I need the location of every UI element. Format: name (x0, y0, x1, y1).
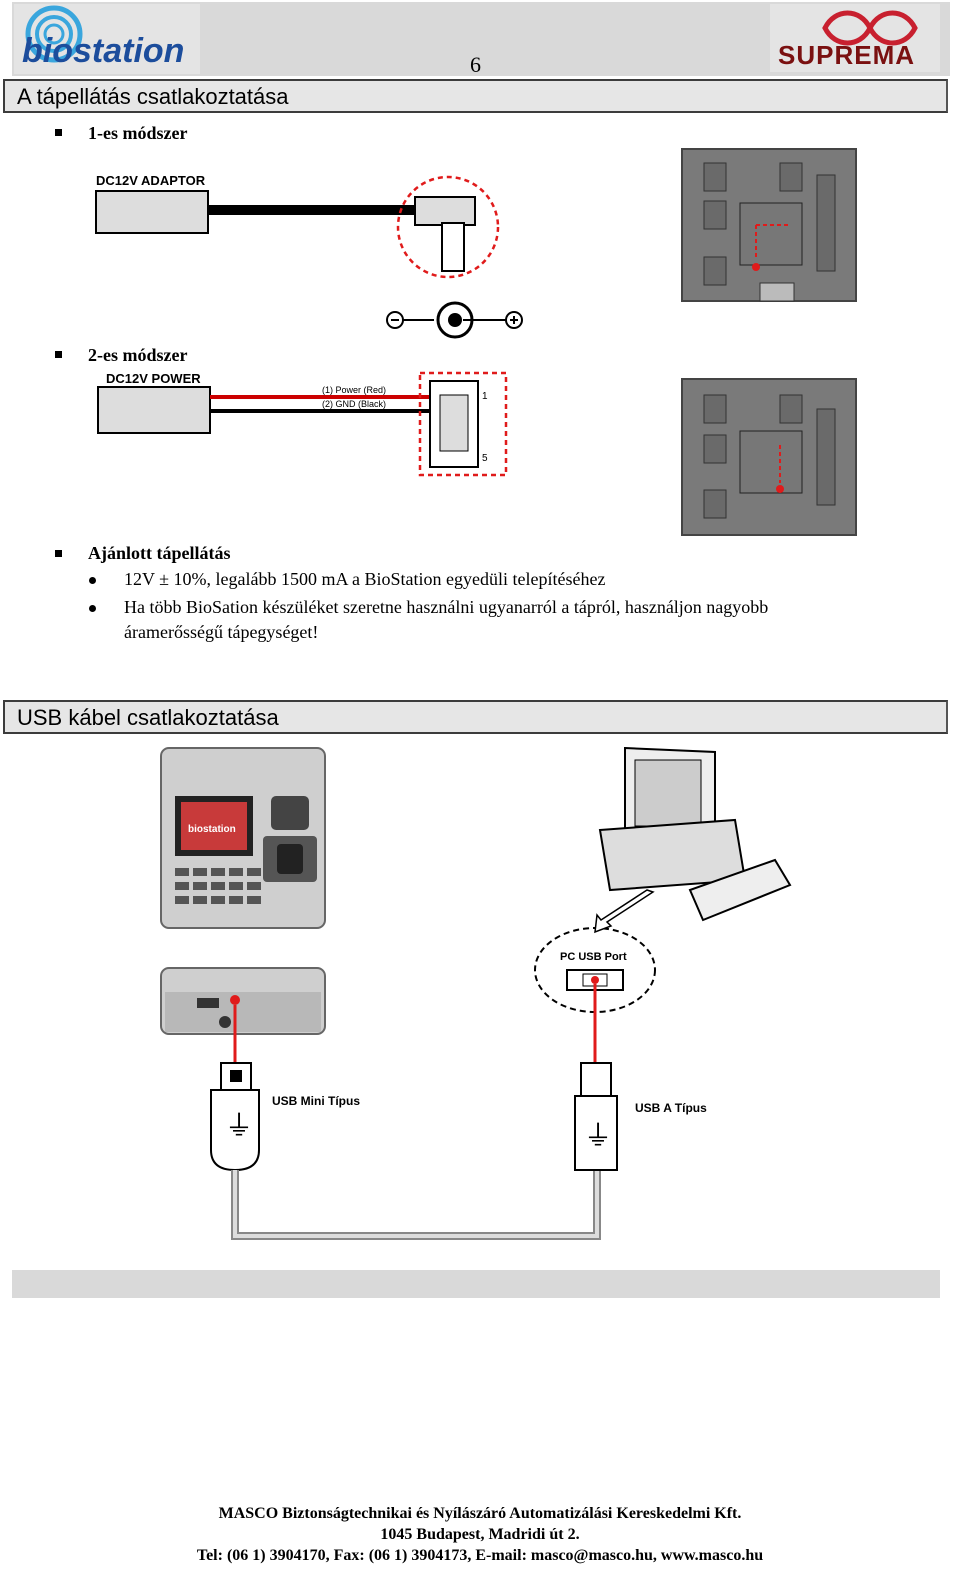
svg-text:DC12V ADAPTOR: DC12V ADAPTOR (96, 173, 206, 188)
svg-text:PC USB Port: PC USB Port (560, 951, 627, 963)
suprema-logo: SUPREMA (770, 4, 940, 72)
keyboard (688, 858, 792, 922)
svg-text:(1) Power (Red): (1) Power (Red) (322, 385, 386, 395)
recommended-bullet-2-line1: Ha több BioSation készüléket szeretne ha… (124, 597, 769, 617)
svg-text:(2) GND (Black): (2) GND (Black) (322, 399, 386, 409)
footer-address: 1045 Budapest, Madridi út 2. (380, 1526, 580, 1543)
adaptor-box (95, 190, 209, 234)
bullet-dot (89, 577, 96, 584)
footer-contact: Tel: (06 1) 3904170, Fax: (06 1) 3904173… (196, 1547, 764, 1564)
power-section-title: A tápellátás csatlakoztatása (3, 79, 948, 113)
usb-section-title: USB kábel csatlakoztatása (3, 700, 948, 734)
usb-diagram: biostation ⏚ USB Mini Típus PC USB Po (155, 740, 800, 1245)
svg-text:⏚: ⏚ (584, 1119, 612, 1152)
svg-text:5: 5 (482, 453, 488, 464)
bullet-square (55, 351, 62, 358)
svg-text:1: 1 (482, 391, 488, 402)
connector-highlight (418, 371, 508, 477)
svg-text:USB Mini Típus: USB Mini Típus (272, 1094, 360, 1108)
svg-text:biostation: biostation (188, 824, 236, 835)
footer-company: MASCO Biztonságtechnikai és Nyílászáró A… (218, 1505, 742, 1522)
svg-text:⏚: ⏚ (225, 1109, 253, 1142)
method1-label: 1-es módszer (88, 123, 188, 143)
method2-diagram: DC12V POWER (1) Power (Red) (2) GND (Bla… (90, 365, 860, 540)
power-box (97, 386, 211, 434)
bullet-square (55, 550, 62, 557)
gray-divider (12, 1270, 940, 1298)
recommended-label: Ajánlott tápellátás (88, 543, 231, 563)
svg-text:SUPREMA: SUPREMA (778, 40, 915, 70)
bullet-dot (89, 605, 96, 612)
usb-a-plug (574, 1095, 618, 1171)
plug-highlight (396, 175, 500, 279)
svg-text:biostation: biostation (22, 32, 184, 70)
method2-label: 2-es módszer (88, 345, 188, 365)
bullet-square (55, 129, 62, 136)
svg-text:USB A Típus: USB A Típus (635, 1101, 707, 1115)
biostation-logo: biostation (14, 4, 200, 74)
recommended-bullet-1: 12V ± 10%, legalább 1500 mA a BioStation… (124, 569, 606, 589)
adaptor-cable (208, 205, 418, 215)
recommended-bullet-2-line2: áramerősségű tápegységet! (124, 622, 319, 642)
page-number: 6 (470, 52, 481, 77)
svg-text:DC12V POWER: DC12V POWER (106, 371, 201, 386)
method1-diagram: DC12V ADAPTOR (90, 145, 860, 340)
